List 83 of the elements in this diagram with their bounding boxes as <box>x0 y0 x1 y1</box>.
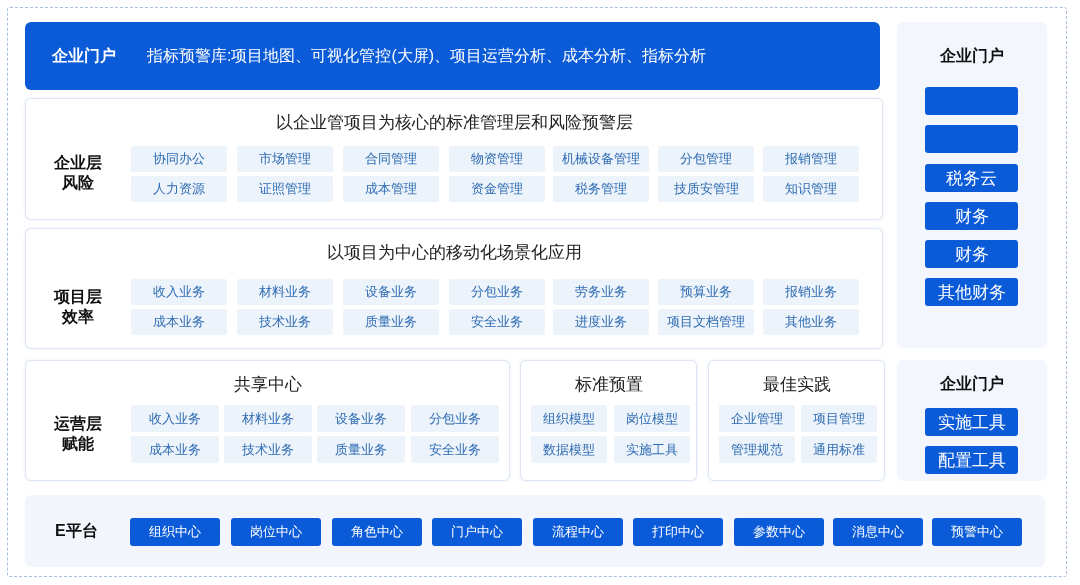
header-text: 指标预警库:项目地图、可视化管控(大屏)、项目运营分析、成本分析、指标分析 <box>147 46 707 66</box>
panel-heading: 标准预置 <box>574 374 643 396</box>
module-cell: 分包业务 <box>411 405 499 432</box>
module-tag: 参数中心 <box>734 518 824 546</box>
panel-heading: 共享中心 <box>233 374 302 396</box>
module-cell: 质量业务 <box>343 309 439 335</box>
module-cell: 项目管理 <box>801 405 877 432</box>
module-cell: 分包管理 <box>658 146 754 172</box>
platform-panel <box>25 495 1045 567</box>
layer-panel <box>25 228 883 349</box>
header-bar <box>25 22 880 90</box>
module-cell: 预算业务 <box>658 279 754 305</box>
module-tag: 消息中心 <box>833 518 923 546</box>
module-cell: 安全业务 <box>411 436 499 463</box>
module-cell: 技术业务 <box>237 309 333 335</box>
module-tag: 组织中心 <box>130 518 220 546</box>
module-cell: 进度业务 <box>553 309 649 335</box>
system-tag: 税务云 <box>925 164 1018 192</box>
side-panel <box>897 360 1047 481</box>
module-cell: 人力资源 <box>131 176 227 202</box>
module-cell: 成本业务 <box>131 309 227 335</box>
system-tag: 财务 <box>925 240 1018 268</box>
side-panel <box>897 22 1047 348</box>
module-cell: 资金管理 <box>449 176 545 202</box>
module-cell: 成本管理 <box>343 176 439 202</box>
module-cell: 材料业务 <box>237 279 333 305</box>
module-cell: 收入业务 <box>131 405 219 432</box>
module-cell: 知识管理 <box>763 176 859 202</box>
module-cell: 收入业务 <box>131 279 227 305</box>
empty-tag <box>925 87 1018 115</box>
module-cell: 管理规范 <box>719 436 795 463</box>
module-cell: 材料业务 <box>224 405 312 432</box>
system-tag: 其他财务 <box>925 278 1018 306</box>
module-cell: 组织模型 <box>531 405 607 432</box>
module-cell: 技术业务 <box>224 436 312 463</box>
layer-label: 企业层风险 <box>53 153 103 193</box>
module-cell: 安全业务 <box>449 309 545 335</box>
system-tag: 实施工具 <box>925 408 1018 436</box>
module-cell: 报销业务 <box>763 279 859 305</box>
module-cell: 分包业务 <box>449 279 545 305</box>
module-cell: 协同办公 <box>131 146 227 172</box>
module-tag: 流程中心 <box>533 518 623 546</box>
layer-panel <box>25 98 883 220</box>
module-tag: 门户中心 <box>432 518 522 546</box>
panel-heading: 以项目为中心的移动化场景化应用 <box>326 242 582 264</box>
system-tag: 配置工具 <box>925 446 1018 474</box>
module-cell: 技质安管理 <box>658 176 754 202</box>
module-cell: 税务管理 <box>553 176 649 202</box>
header-title: 企业门户 <box>52 46 116 66</box>
layer-panel <box>708 360 885 481</box>
module-cell: 数据模型 <box>531 436 607 463</box>
module-cell: 合同管理 <box>343 146 439 172</box>
module-cell: 成本业务 <box>131 436 219 463</box>
platform-label: E平台 <box>55 521 98 541</box>
module-tag: 预警中心 <box>932 518 1022 546</box>
system-tag: 财务 <box>925 202 1018 230</box>
module-cell: 设备业务 <box>343 279 439 305</box>
module-cell: 设备业务 <box>317 405 405 432</box>
module-cell: 项目文档管理 <box>658 309 754 335</box>
layer-panel <box>25 360 510 481</box>
module-cell: 劳务业务 <box>553 279 649 305</box>
layer-label: 项目层效率 <box>53 287 103 327</box>
module-tag: 角色中心 <box>332 518 422 546</box>
module-cell: 报销管理 <box>763 146 859 172</box>
panel-heading: 企业门户 <box>940 46 1004 66</box>
module-cell: 实施工具 <box>614 436 690 463</box>
panel-heading: 企业门户 <box>940 374 1004 394</box>
module-cell: 其他业务 <box>763 309 859 335</box>
panel-heading: 以企业管项目为核心的标准管理层和风险预警层 <box>275 112 633 134</box>
module-cell: 岗位模型 <box>614 405 690 432</box>
module-cell: 证照管理 <box>237 176 333 202</box>
module-tag: 打印中心 <box>633 518 723 546</box>
empty-tag <box>925 125 1018 153</box>
module-cell: 市场管理 <box>237 146 333 172</box>
module-cell: 质量业务 <box>317 436 405 463</box>
module-cell: 通用标准 <box>801 436 877 463</box>
layer-panel <box>520 360 697 481</box>
module-cell: 机械设备管理 <box>553 146 649 172</box>
panel-heading: 最佳实践 <box>762 374 831 396</box>
module-cell: 物资管理 <box>449 146 545 172</box>
module-tag: 岗位中心 <box>231 518 321 546</box>
layer-label: 运营层赋能 <box>53 414 103 454</box>
module-cell: 企业管理 <box>719 405 795 432</box>
